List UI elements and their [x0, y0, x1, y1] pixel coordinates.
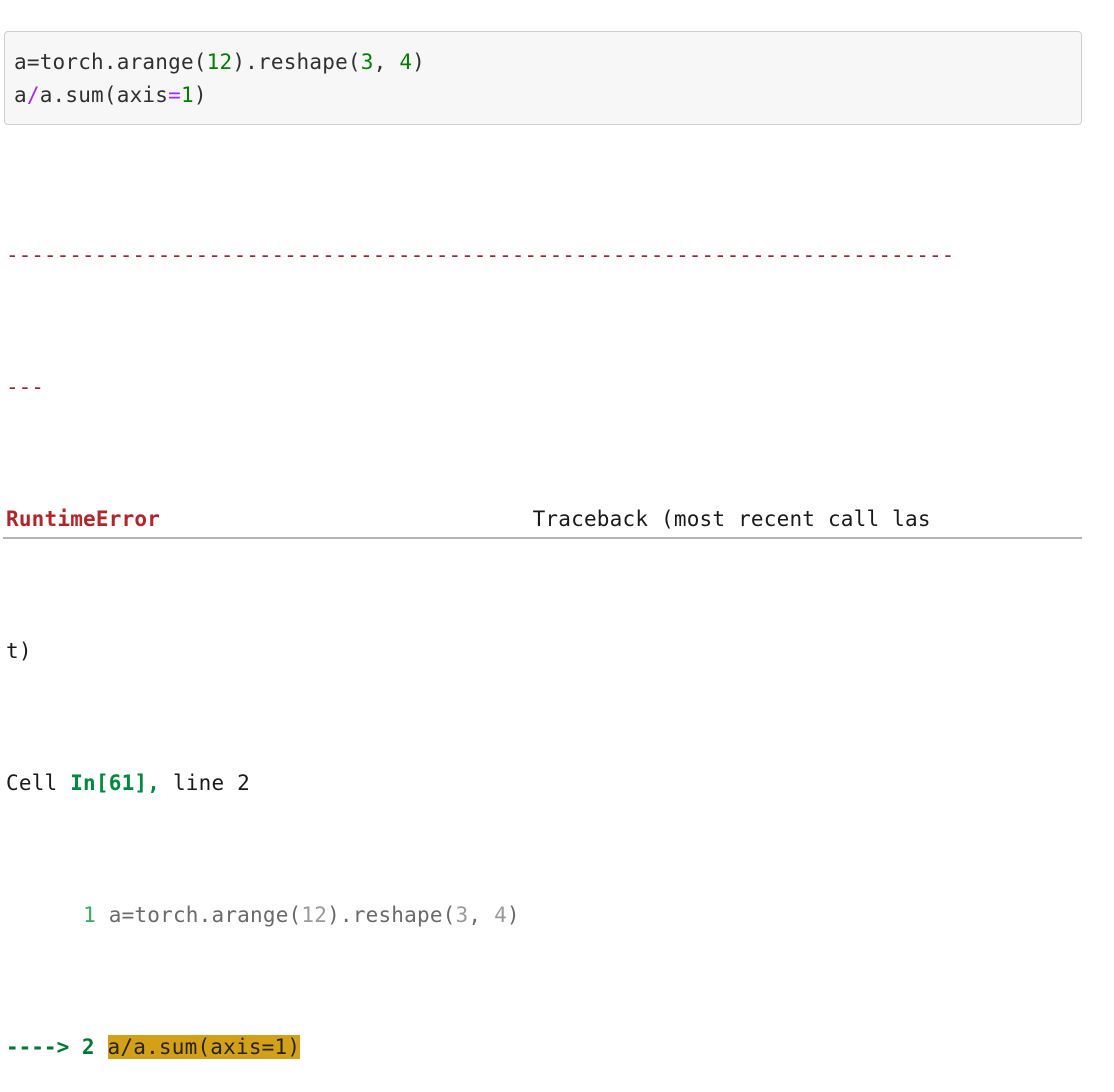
traceback-arrow-marker: ----> — [6, 1035, 82, 1059]
traceback-hot-lineno: 2 — [81, 1035, 95, 1059]
traceback-context-comma: , — [468, 903, 495, 927]
code-token-close-paren-2: ) — [193, 83, 207, 107]
code-token-a: a — [14, 83, 27, 107]
code-token-a-sum-axis: a.sum(axis — [39, 83, 169, 107]
code-token-divide: / — [26, 83, 40, 107]
traceback-header-spacer — [160, 507, 532, 531]
code-line-1: a=torch.arange(12).reshape(3, 4) — [14, 50, 425, 74]
code-input-text[interactable]: a=torch.arange(12).reshape(3, 4) a/a.sum… — [14, 46, 425, 112]
traceback-context-close: ) — [506, 903, 520, 927]
traceback-header-wrap-line: t) — [6, 635, 1106, 668]
code-token-4: 4 — [399, 50, 413, 74]
traceback-output: ----------------------------------------… — [6, 140, 1106, 1092]
code-token-12: 12 — [206, 50, 233, 74]
traceback-cell-line-number: line 2 — [160, 771, 251, 795]
traceback-context-code: a=torch.arange( — [108, 903, 302, 927]
traceback-context-indent — [6, 903, 83, 927]
traceback-hot-space — [95, 1035, 108, 1059]
traceback-rule-text-1: ----------------------------------------… — [6, 243, 955, 267]
code-token-reshape: ).reshape( — [232, 50, 361, 74]
traceback-cell-word: Cell — [6, 771, 71, 795]
next-cell-divider — [3, 537, 1082, 539]
traceback-context-num-4: 4 — [494, 903, 507, 927]
code-token-one: 1 — [180, 83, 194, 107]
traceback-context-num-12: 12 — [301, 903, 328, 927]
code-input-cell[interactable]: a=torch.arange(12).reshape(3, 4) a/a.sum… — [4, 31, 1082, 125]
code-token-torch-arange: torch.arange( — [39, 50, 207, 74]
code-token-close-paren: ) — [412, 50, 425, 74]
traceback-context-space — [96, 903, 109, 927]
traceback-cell-ref-line: Cell In[61], line 2 — [6, 767, 1106, 800]
notebook-cell-area: a=torch.arange(12).reshape(3, 4) a/a.sum… — [3, 31, 1082, 1059]
traceback-rule-text-2: --- — [6, 375, 44, 399]
code-token-equals: = — [168, 83, 181, 107]
code-token-3: 3 — [360, 50, 374, 74]
code-line-2: a/a.sum(axis=1) — [14, 83, 207, 107]
traceback-rule-line-2: --- — [6, 371, 1106, 404]
traceback-header-suffix: Traceback (most recent call las — [532, 507, 931, 531]
traceback-highlighted-code: a/a.sum(axis=1) — [107, 1035, 301, 1059]
traceback-header-line: RuntimeError Traceback (most recent call… — [6, 503, 1106, 536]
code-token-comma: , — [373, 50, 400, 74]
traceback-context-code-2: ).reshape( — [327, 903, 456, 927]
traceback-header-wrap: t) — [6, 639, 32, 663]
traceback-error-line: ----> 2 a/a.sum(axis=1) — [6, 1031, 1106, 1064]
traceback-context-num-3: 3 — [455, 903, 469, 927]
traceback-error-name: RuntimeError — [6, 507, 161, 531]
traceback-context-lineno: 1 — [83, 903, 96, 927]
traceback-context-line: 1 a=torch.arange(12).reshape(3, 4) — [6, 899, 1106, 932]
traceback-rule-line-1: ----------------------------------------… — [6, 239, 1106, 272]
code-token-a-assign: a= — [14, 50, 40, 74]
traceback-cell-ref: In[61], — [70, 771, 161, 795]
